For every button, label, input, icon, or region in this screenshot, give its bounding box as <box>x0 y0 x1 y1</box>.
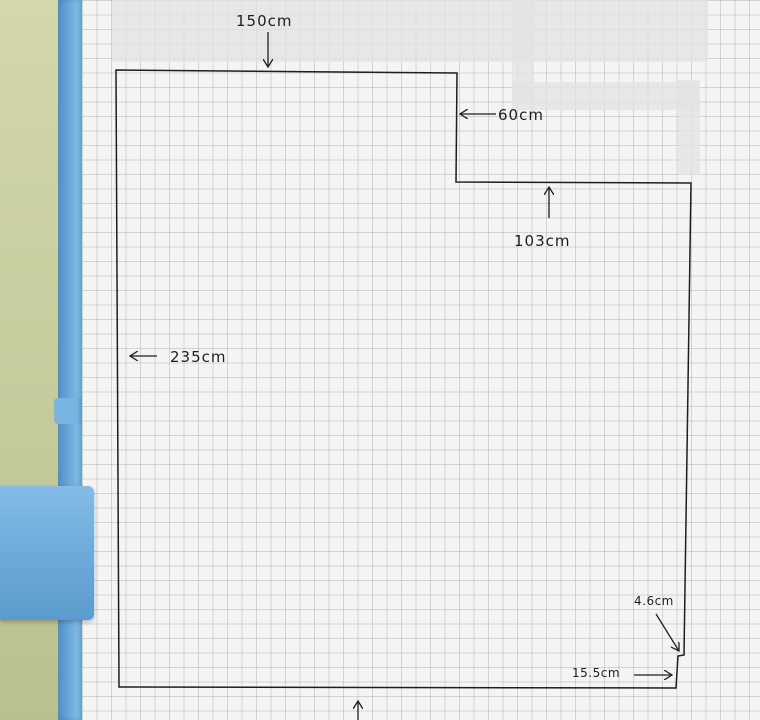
tape-strip-horizontal <box>512 82 698 110</box>
tape-strip-right <box>678 80 700 175</box>
floorplan-outline <box>115 69 692 689</box>
label-notch-width: 60cm <box>498 106 544 124</box>
arrow-small-step <box>655 613 679 651</box>
tape-strip-vertical <box>512 0 534 100</box>
label-top-width: 150cm <box>236 12 293 30</box>
tape-strip-top <box>112 0 708 62</box>
grid-paper <box>82 0 760 720</box>
label-bottom-offset: 15.5cm <box>572 666 621 680</box>
label-left-length: 235cm <box>170 348 227 366</box>
label-small-step: 4.6cm <box>634 594 674 608</box>
label-right-length: 103cm <box>514 232 571 250</box>
binder-strap-band <box>0 486 94 620</box>
